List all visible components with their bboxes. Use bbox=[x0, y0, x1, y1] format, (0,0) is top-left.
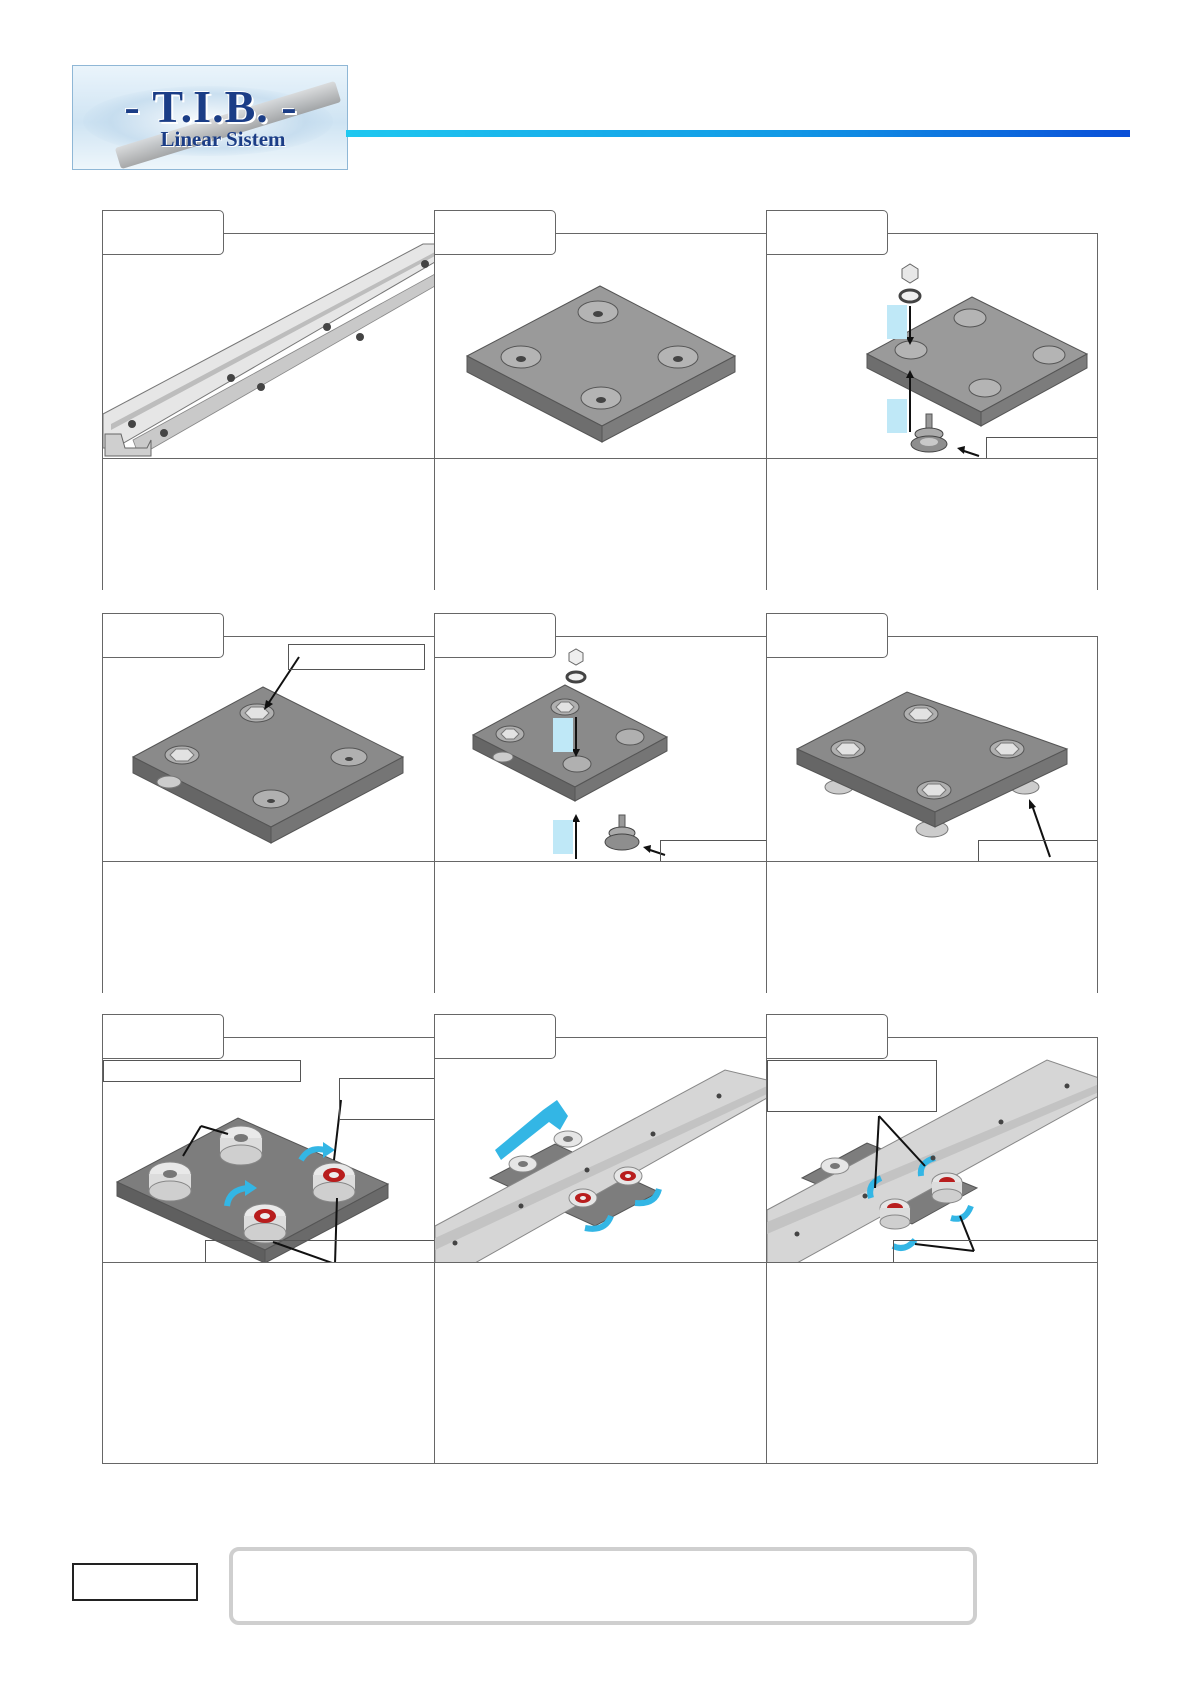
step-figure-fixed-wheels-mounted bbox=[102, 636, 434, 861]
label-marker bbox=[553, 718, 573, 752]
callout-box bbox=[986, 437, 1097, 458]
step-figure-adjust-on-rail bbox=[766, 1037, 1098, 1262]
step-description bbox=[434, 1262, 766, 1464]
eccentric-wheel-icon bbox=[931, 1172, 963, 1204]
step-tab bbox=[434, 210, 556, 255]
label-marker bbox=[887, 305, 907, 339]
logo-subtitle: Linear Sistem bbox=[160, 127, 286, 151]
step-description bbox=[102, 861, 434, 993]
step-figure-all-wheels-mounted bbox=[766, 636, 1098, 861]
rotate-arrow-icon bbox=[891, 1237, 918, 1251]
fixed-wheel-assembly-illustration bbox=[865, 263, 1089, 457]
bolt-head-icon bbox=[916, 780, 952, 800]
step-tab bbox=[766, 613, 888, 658]
page-number-box bbox=[72, 1563, 198, 1601]
callout-box bbox=[205, 1240, 434, 1262]
eccentric-wheel-icon bbox=[243, 1203, 287, 1244]
countersunk-holes bbox=[500, 300, 699, 410]
nut-icon bbox=[901, 263, 919, 284]
company-logo: - T.I.B. - Linear Sistem bbox=[72, 65, 348, 170]
callout-box bbox=[893, 1240, 1097, 1262]
step-figure-eccentric-wheel-assembly bbox=[434, 636, 766, 861]
step-figure-wheel-adjustment bbox=[102, 1037, 434, 1262]
rotate-arrow-icon bbox=[584, 1214, 614, 1232]
bolt-head-icon bbox=[989, 739, 1025, 759]
bolt-head-icon bbox=[830, 739, 866, 759]
callout-box bbox=[103, 1060, 301, 1082]
plate-fixed-wheels-illustration bbox=[131, 656, 405, 844]
fixed-wheel-icon bbox=[820, 1157, 850, 1175]
callout-box bbox=[339, 1078, 434, 1120]
eccentric-wheel-icon bbox=[879, 1198, 911, 1230]
step-tab bbox=[434, 613, 556, 658]
note-box bbox=[229, 1547, 977, 1625]
step-panel-4 bbox=[102, 613, 434, 993]
step-tab bbox=[766, 1014, 888, 1059]
logo-title: - T.I.B. - bbox=[124, 81, 298, 132]
plate-illustration bbox=[465, 285, 737, 443]
wheel-adjustment-illustration bbox=[115, 1099, 390, 1262]
eccentric-wheel-icon bbox=[312, 1162, 356, 1203]
insert-on-rail-illustration bbox=[435, 1069, 766, 1262]
step-tab bbox=[434, 1014, 556, 1059]
step-panel-2 bbox=[434, 210, 766, 590]
step-description bbox=[434, 458, 766, 590]
callout-box bbox=[767, 1060, 937, 1112]
step-panel-5 bbox=[434, 613, 766, 993]
eccentric-wheel-assembly-illustration bbox=[471, 648, 669, 859]
eccentric-wheel-icon bbox=[613, 1166, 643, 1186]
rotate-arrow-icon bbox=[298, 1146, 326, 1162]
fixed-wheel-icon bbox=[219, 1125, 263, 1166]
step-description bbox=[766, 458, 1098, 590]
rotate-arrow-icon bbox=[950, 1204, 974, 1222]
callout-box bbox=[978, 840, 1097, 861]
washer-icon bbox=[565, 670, 587, 684]
step-panel-1 bbox=[102, 210, 434, 590]
header-gradient-bar bbox=[346, 130, 1130, 137]
step-description bbox=[766, 1262, 1098, 1464]
fixed-wheel-icon bbox=[910, 413, 948, 453]
eccentric-wheel-icon bbox=[604, 814, 640, 851]
nut-icon bbox=[568, 648, 584, 666]
bolt-head-icon bbox=[239, 703, 275, 723]
fixed-wheel-icon bbox=[148, 1161, 192, 1202]
step-figure-insert-on-rail bbox=[434, 1037, 766, 1262]
step-figure-fixed-wheel-assembly bbox=[766, 233, 1098, 458]
step-description bbox=[766, 861, 1098, 993]
fixed-wheel-icon bbox=[508, 1155, 538, 1173]
callout-box bbox=[660, 840, 766, 861]
rail-illustration bbox=[103, 243, 434, 457]
fixed-wheel-icon bbox=[553, 1130, 583, 1148]
step-tab bbox=[766, 210, 888, 255]
step-tab bbox=[102, 1014, 224, 1059]
step-figure-rail bbox=[102, 233, 434, 458]
step-figure-plate bbox=[434, 233, 766, 458]
callout-box bbox=[288, 644, 425, 670]
step-tab bbox=[102, 210, 224, 255]
bolt-head-icon bbox=[164, 745, 200, 765]
step-description bbox=[434, 861, 766, 993]
adjust-on-rail-illustration bbox=[767, 1059, 1097, 1262]
insert-direction-arrow-icon bbox=[495, 1100, 568, 1160]
rotate-arrow-icon bbox=[634, 1188, 662, 1207]
rotate-arrow-icon bbox=[867, 1175, 883, 1199]
step-panel-6 bbox=[766, 613, 1098, 993]
step-panel-9 bbox=[766, 1014, 1098, 1464]
step-description bbox=[102, 1262, 434, 1464]
step-panel-3 bbox=[766, 210, 1098, 590]
label-marker bbox=[887, 399, 907, 433]
label-marker bbox=[553, 820, 573, 854]
eccentric-wheel-icon bbox=[568, 1188, 598, 1208]
step-panel-7 bbox=[102, 1014, 434, 1464]
bolt-head-icon bbox=[903, 704, 939, 724]
step-panel-8 bbox=[434, 1014, 766, 1464]
rotate-arrow-icon bbox=[224, 1185, 248, 1207]
washer-icon bbox=[898, 288, 922, 304]
step-tab bbox=[102, 613, 224, 658]
step-description bbox=[102, 458, 434, 590]
plate-all-wheels-illustration bbox=[795, 691, 1069, 858]
